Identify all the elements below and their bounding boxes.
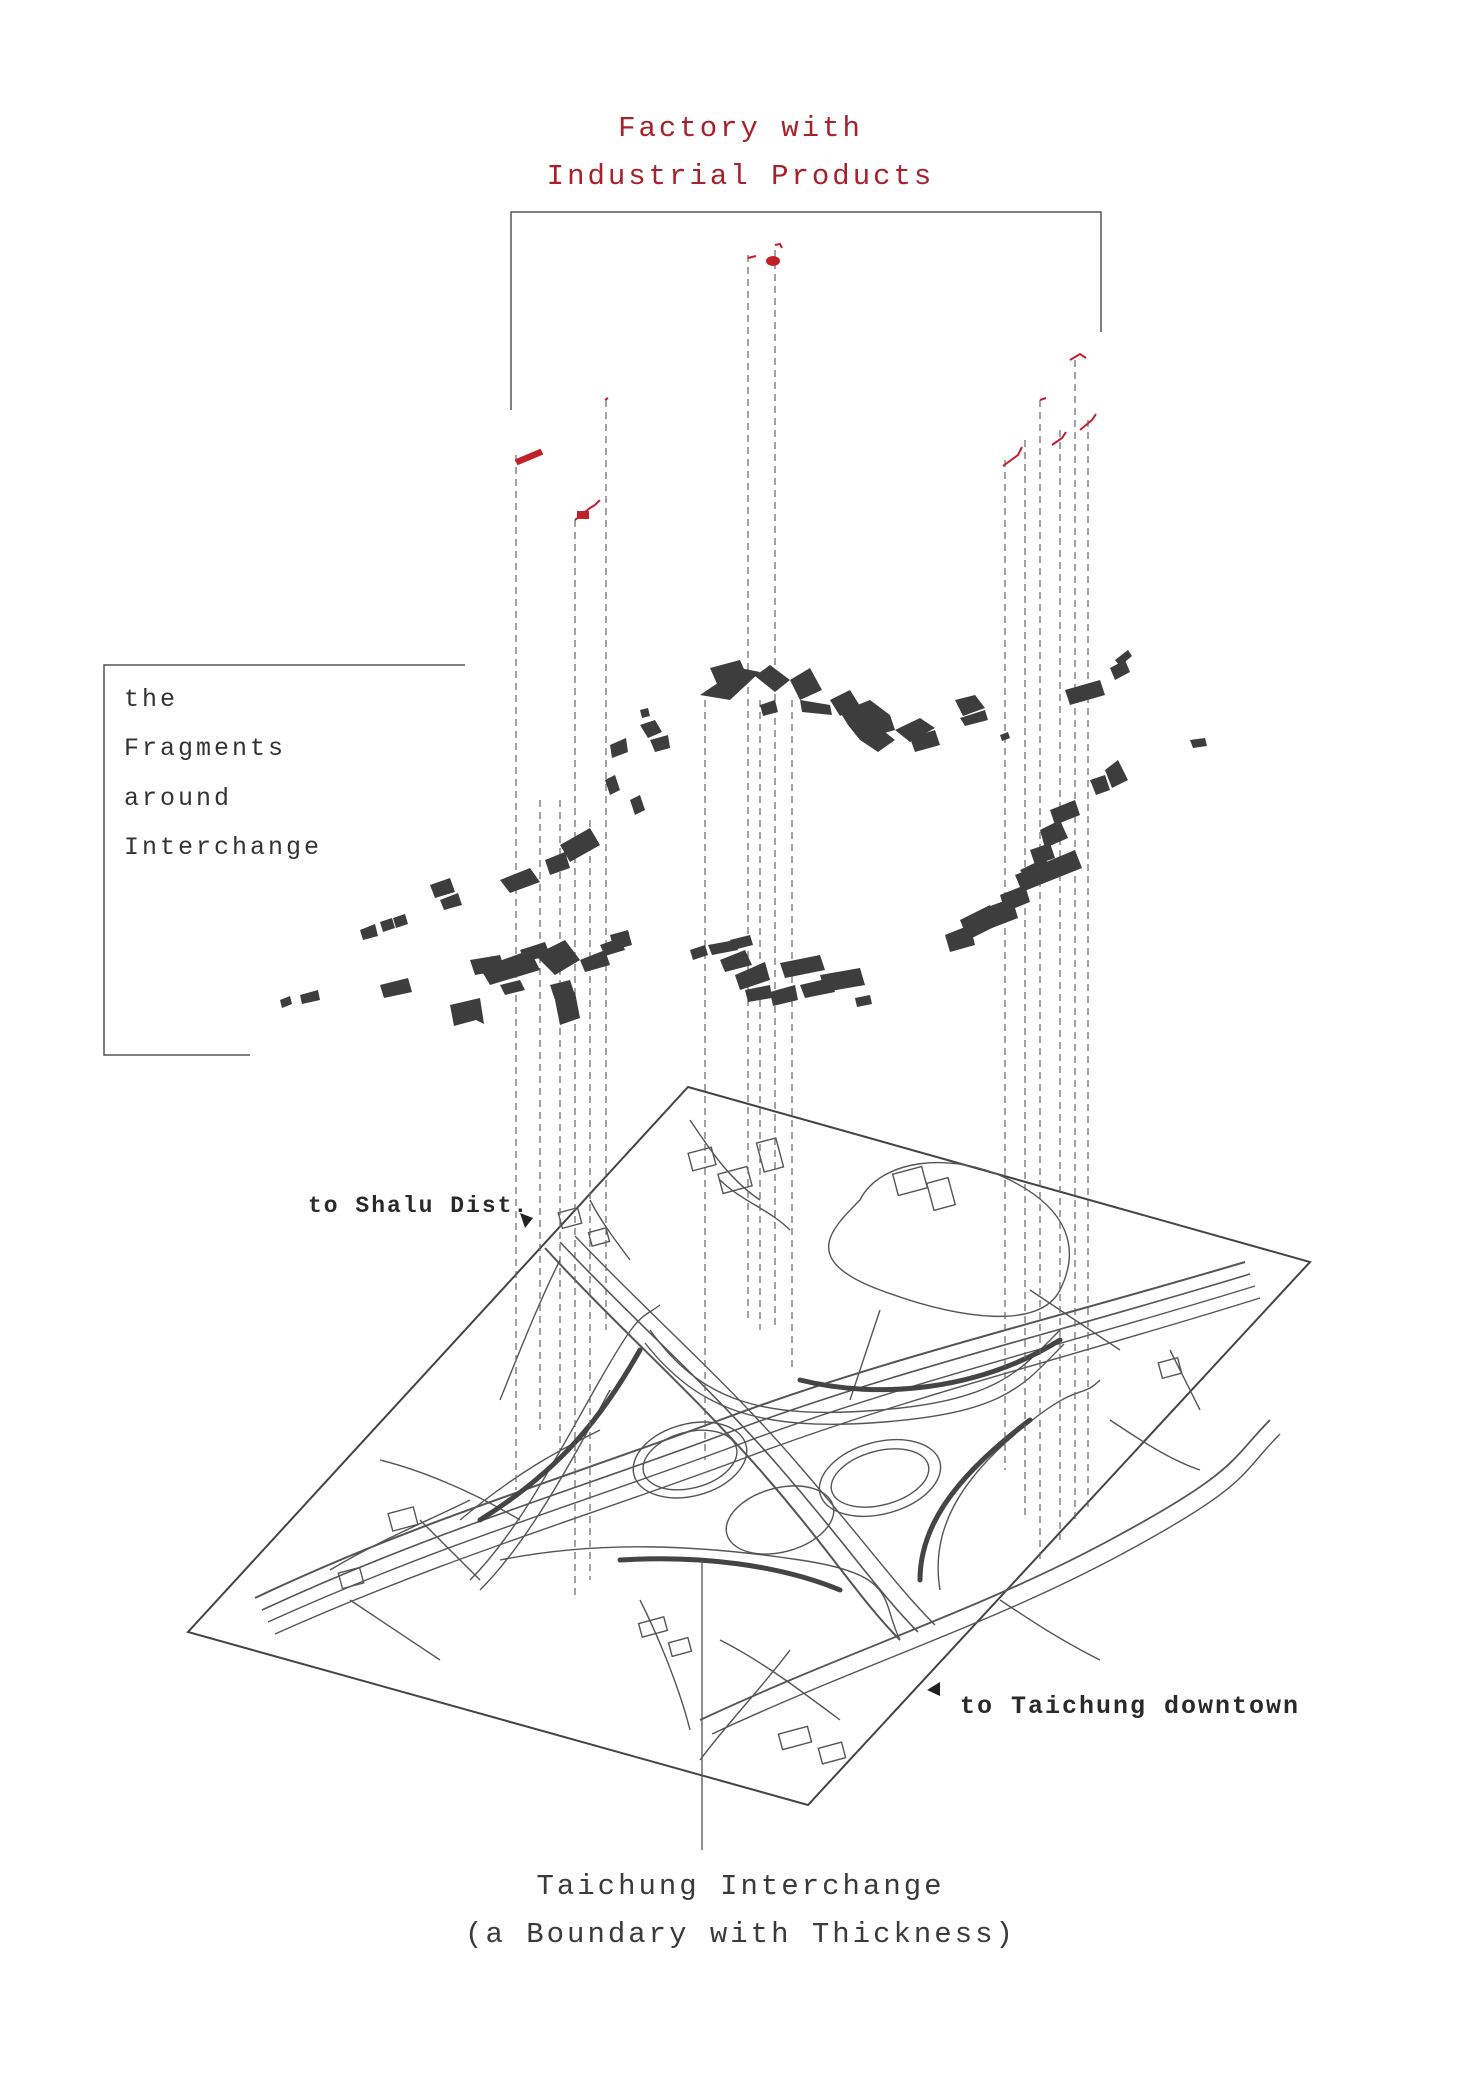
arrow-shalu-icon: [520, 1213, 533, 1228]
label-to-taichung: to Taichung downtown: [960, 1692, 1301, 1721]
title-bracket: [510, 211, 1102, 410]
note-frame: [103, 664, 465, 1056]
note-line-1: the: [124, 685, 179, 714]
interchange-map: [254, 1119, 1281, 1765]
label-to-shalu: to Shalu Dist.: [308, 1193, 530, 1219]
building-fragments[interactable]: [280, 650, 1207, 1026]
title-line-1: Factory with: [618, 112, 863, 145]
arrow-taichung-icon: [927, 1682, 940, 1696]
projection-lines: [515, 250, 1089, 1600]
ground-map-plane: [186, 1085, 1312, 1807]
caption-line-2: (a Boundary with Thickness): [465, 1918, 1016, 1951]
caption-line-1: Taichung Interchange: [536, 1870, 945, 1903]
highlighted-ramps: [477, 1337, 1063, 1593]
title-line-2: Industrial Products: [546, 160, 935, 193]
factory-product-marks[interactable]: [514, 242, 1097, 521]
note-line-4: Interchange: [124, 833, 323, 862]
note-line-2: Fragments: [124, 734, 287, 763]
note-line-3: around: [124, 784, 233, 813]
